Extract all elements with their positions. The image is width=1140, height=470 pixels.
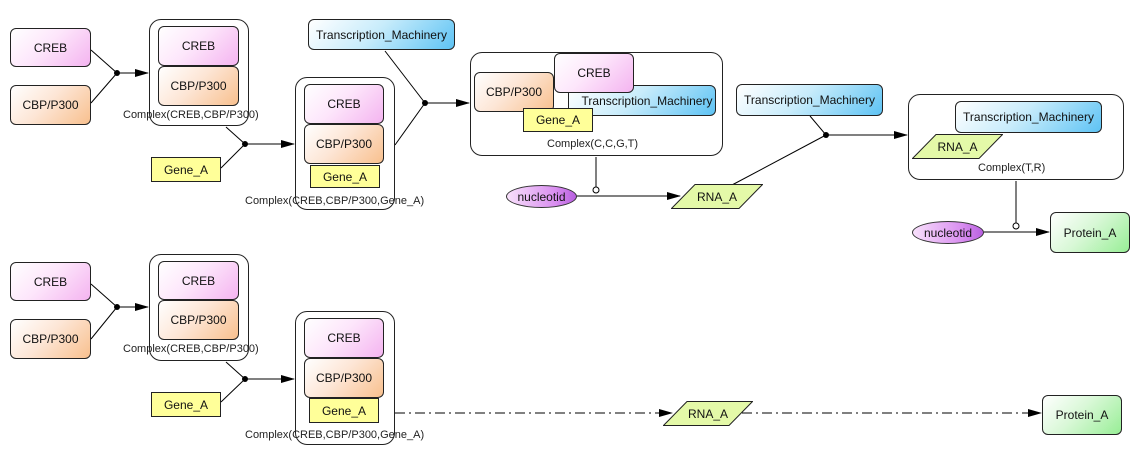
edge-gene-junction: [220, 378, 246, 403]
edge-complex2-junction: [394, 102, 426, 146]
transcription-machinery-node[interactable]: Transcription_Machinery: [308, 19, 455, 50]
cbp-label: CBP/P300: [315, 371, 373, 385]
protein-a-node[interactable]: Protein_A: [1050, 212, 1130, 253]
cbp-p300-node[interactable]: CBP/P300: [10, 319, 91, 359]
complex2-label: Complex(CREB,CBP/P300,Gene_A): [245, 429, 425, 441]
edge-rna-junction: [731, 134, 827, 186]
catalysis-marker: [592, 186, 600, 194]
gene-label: Gene_A: [163, 397, 209, 412]
complex4-label: Complex(T,R): [978, 162, 1046, 174]
cbp-label: CBP/P300: [22, 98, 79, 112]
complex2-creb[interactable]: CREB: [304, 318, 384, 358]
complex3-label: Complex(C,C,G,T): [547, 138, 639, 150]
edge-tm2-junction: [809, 115, 827, 136]
complex1-creb[interactable]: CREB: [158, 261, 239, 300]
cbp-label: CBP/P300: [22, 332, 79, 346]
complex1-cbp[interactable]: CBP/P300: [158, 66, 239, 106]
tm-label: Transcription_Machinery: [963, 110, 1094, 124]
creb-label: CREB: [33, 40, 68, 55]
complex3-creb[interactable]: CREB: [554, 53, 634, 93]
protein-a-node[interactable]: Protein_A: [1042, 395, 1122, 435]
edge-cbp-junction: [90, 72, 118, 104]
complex1-creb[interactable]: CREB: [158, 26, 239, 66]
protein-label: Protein_A: [1063, 225, 1117, 240]
complex2-gene[interactable]: Gene_A: [310, 165, 380, 188]
complex2-gene[interactable]: Gene_A: [309, 398, 379, 423]
cbp-p300-node[interactable]: CBP/P300: [10, 85, 91, 125]
transcription-machinery-node[interactable]: Transcription_Machinery: [736, 84, 883, 116]
creb-label: CREB: [33, 274, 68, 289]
creb-label: CREB: [181, 39, 216, 53]
tm-label: Transcription_Machinery: [316, 27, 447, 42]
creb-label: CREB: [577, 66, 611, 80]
creb-node[interactable]: CREB: [10, 262, 91, 301]
protein-label: Protein_A: [1055, 408, 1109, 422]
gene-label: Gene_A: [322, 169, 368, 184]
edge-complex1-junction: [225, 361, 246, 380]
complex-creb-cbp[interactable]: [149, 254, 249, 361]
edge-complex1-junction: [225, 126, 246, 145]
gene-label: Gene_A: [163, 162, 209, 177]
rna-shape: [663, 401, 753, 426]
gene-label: Gene_A: [535, 113, 581, 127]
edge-creb-junction: [90, 283, 118, 308]
edge-tm-junction: [384, 50, 426, 104]
rna-label: RNA_A: [696, 189, 737, 204]
edge-cbp-junction: [90, 306, 118, 340]
nucleotid-node[interactable]: nucleotid: [506, 185, 577, 208]
complex2-label: Complex(CREB,CBP/P300,Gene_A): [245, 195, 425, 207]
complex-creb-cbp-gene[interactable]: [295, 77, 395, 210]
complex3-gene[interactable]: Gene_A: [523, 108, 593, 132]
rna-a-node[interactable]: RNA_A: [663, 401, 753, 426]
creb-label: CREB: [327, 331, 361, 345]
rna-shape: [671, 184, 763, 209]
nucleotid-label: nucleotid: [517, 189, 566, 204]
complex-creb-cbp-gene[interactable]: [295, 311, 395, 445]
cbp-label: CBP/P300: [315, 137, 373, 151]
gene-a-node[interactable]: Gene_A: [151, 392, 221, 417]
rna-a-node[interactable]: RNA_A: [671, 184, 763, 209]
complex3-cbp[interactable]: CBP/P300: [474, 72, 554, 112]
edge-creb-junction: [90, 49, 118, 74]
nucleotid-label: nucleotid: [923, 225, 973, 240]
cbp-label: CBP/P300: [170, 313, 227, 327]
cbp-label: CBP/P300: [486, 85, 543, 99]
complex1-label: Complex(CREB,CBP/P300): [123, 343, 259, 355]
creb-label: CREB: [327, 97, 361, 111]
complex2-creb[interactable]: CREB: [304, 84, 384, 124]
catalysis-marker: [1012, 222, 1020, 230]
rna-label: RNA_A: [687, 406, 728, 421]
edge-gene-junction: [220, 143, 246, 169]
gene-label: Gene_A: [321, 403, 367, 418]
gene-a-node[interactable]: Gene_A: [151, 157, 221, 182]
rna-label: RNA_A: [937, 139, 978, 154]
tm-label: Transcription_Machinery: [581, 93, 713, 108]
creb-node[interactable]: CREB: [10, 28, 91, 67]
complex-t-r[interactable]: [908, 94, 1124, 180]
rna-shape: [912, 134, 1003, 159]
complex1-cbp[interactable]: CBP/P300: [158, 300, 239, 340]
creb-label: CREB: [181, 273, 216, 288]
complex-c-c-g-t[interactable]: [470, 52, 723, 156]
complex-creb-cbp[interactable]: [149, 19, 249, 126]
complex1-label: Complex(CREB,CBP/P300): [123, 109, 259, 121]
complex4-tm[interactable]: Transcription_Machinery: [955, 101, 1102, 133]
tm-label: Transcription_Machinery: [744, 93, 875, 107]
complex4-rna[interactable]: RNA_A: [912, 134, 1003, 159]
cbp-label: CBP/P300: [170, 79, 227, 93]
nucleotid-node[interactable]: nucleotid: [912, 221, 984, 244]
complex2-cbp[interactable]: CBP/P300: [304, 124, 384, 164]
complex2-cbp[interactable]: CBP/P300: [304, 358, 384, 398]
